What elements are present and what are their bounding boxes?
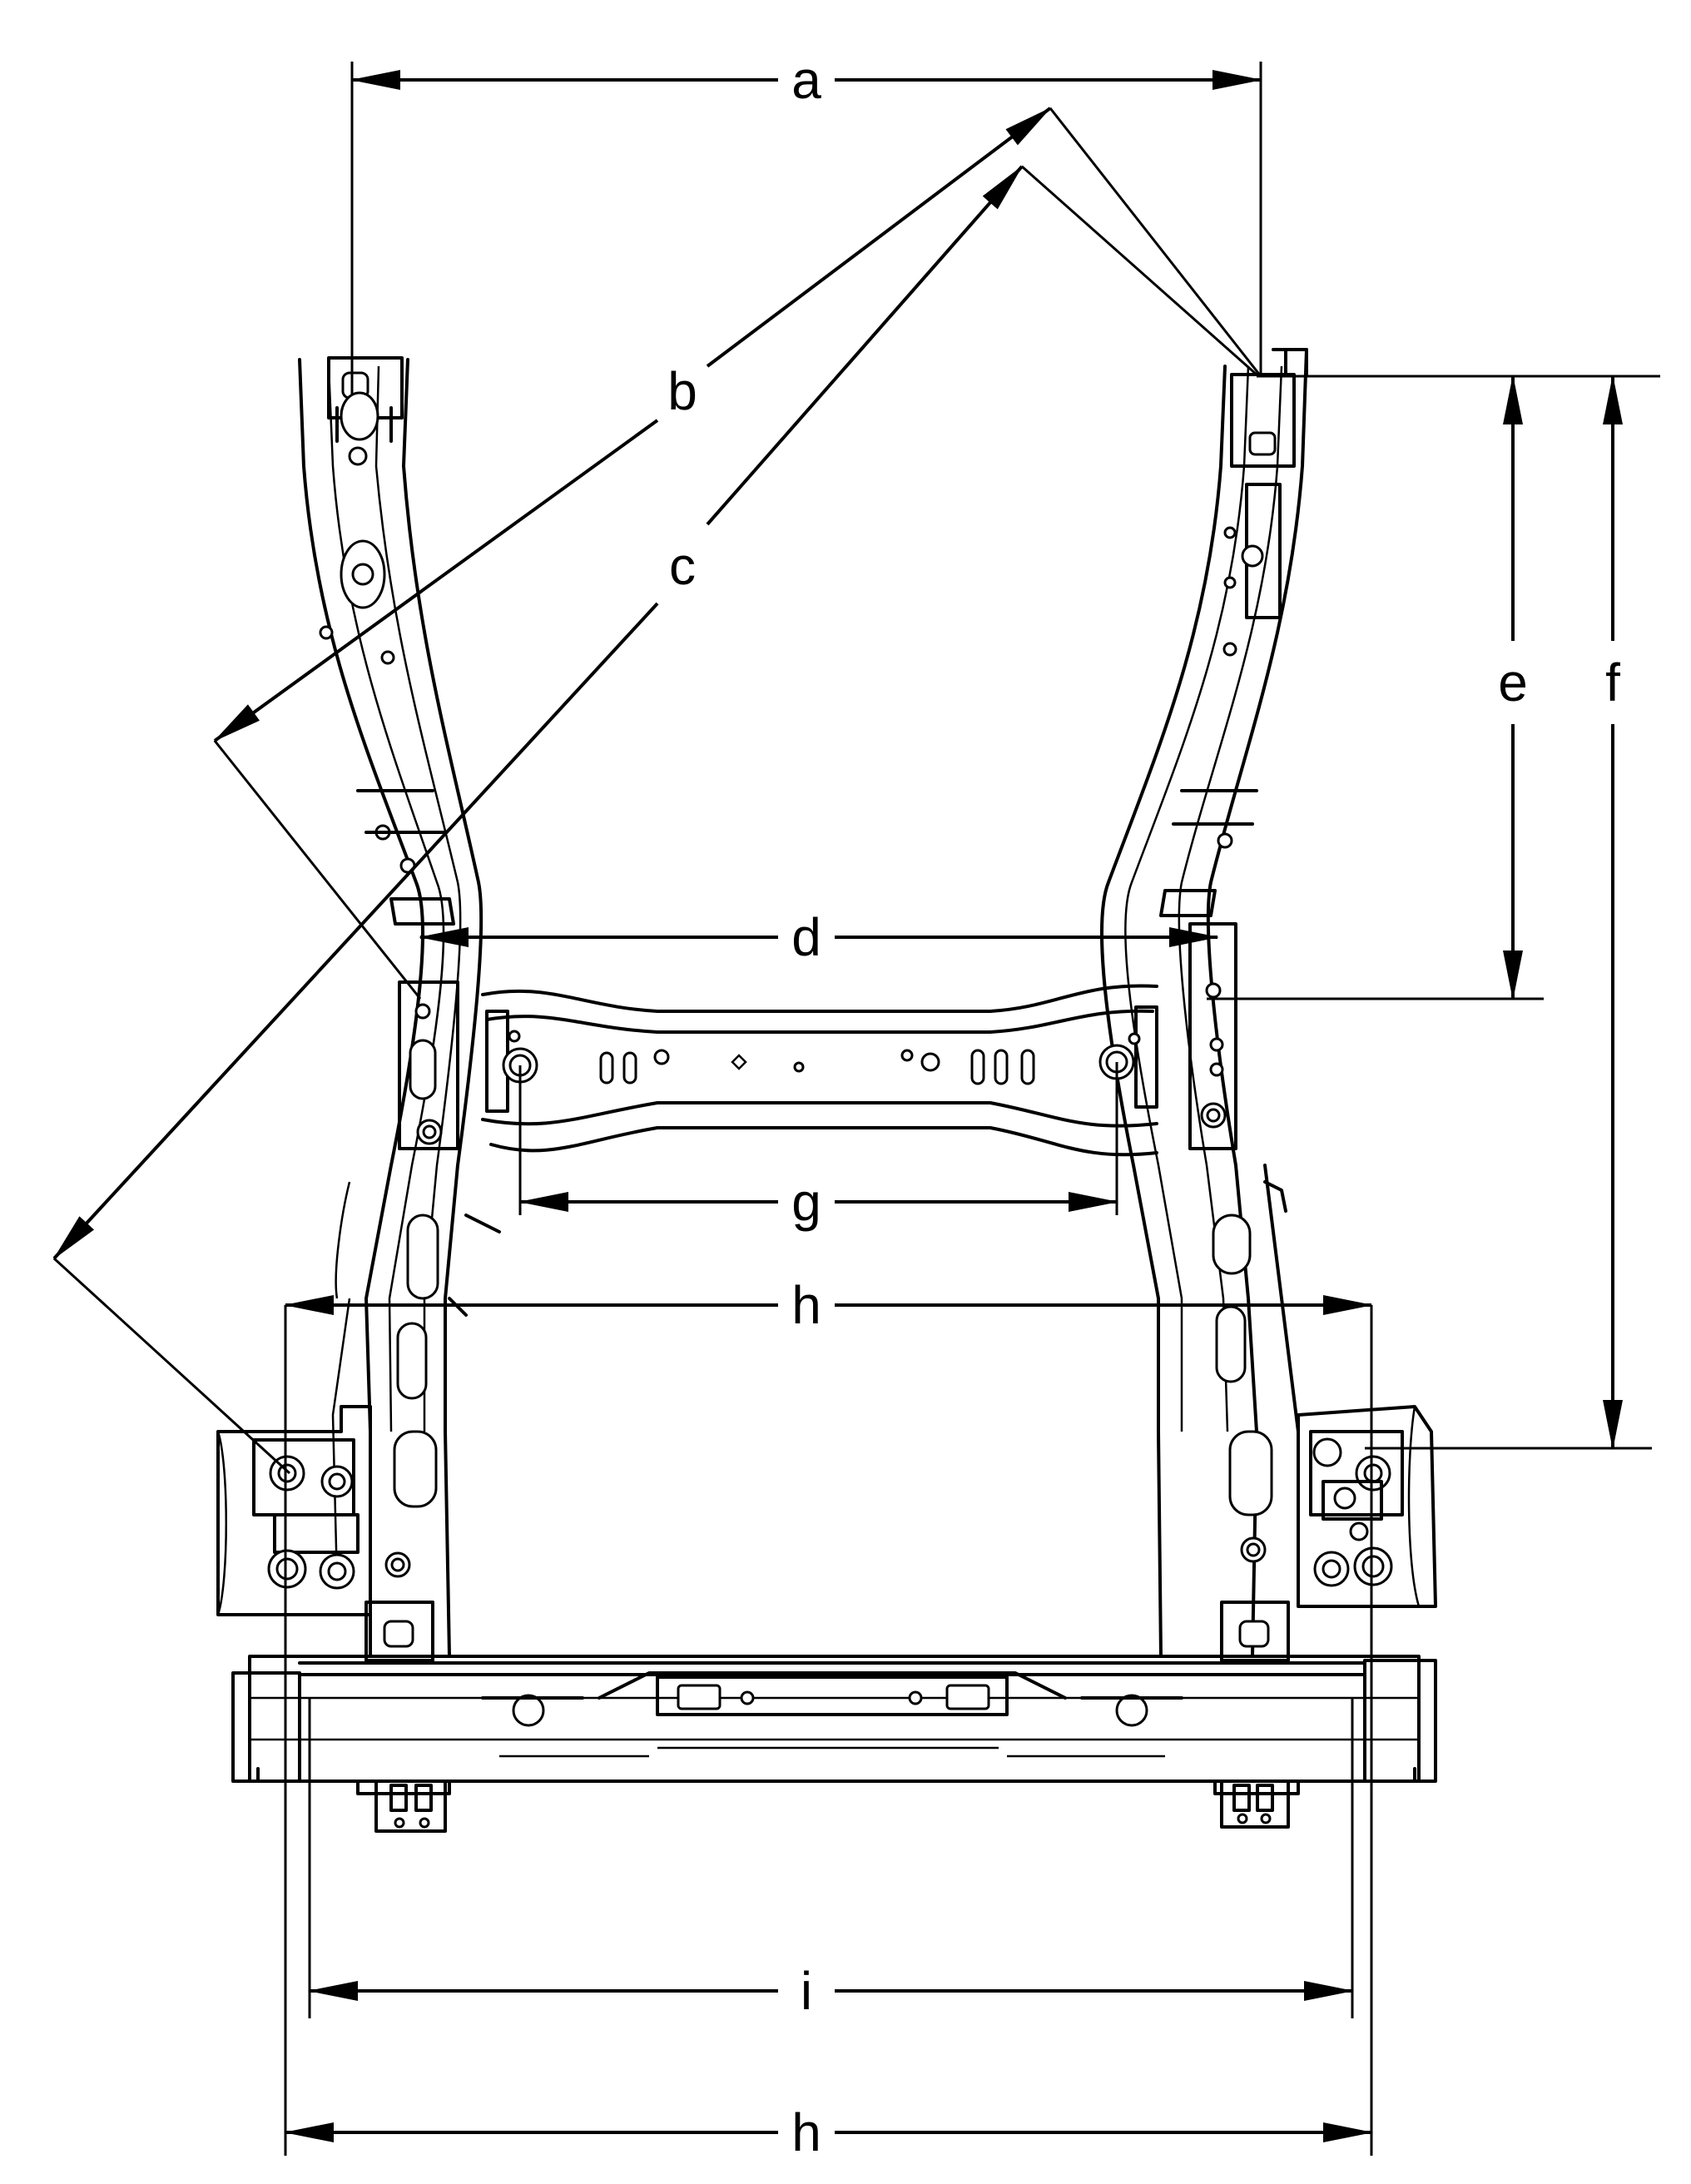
dimension-e-label: e bbox=[1498, 653, 1528, 712]
left-rear-mount bbox=[216, 1405, 372, 1616]
rear-crossmember bbox=[231, 1655, 1437, 1833]
dimension-f: f bbox=[1603, 375, 1623, 1450]
dimension-h-upper: h bbox=[284, 1275, 1373, 1335]
dimension-b: b bbox=[213, 107, 1052, 742]
right-rear-mount bbox=[1297, 1405, 1437, 1608]
dimension-a: a bbox=[350, 50, 1262, 110]
dimension-e: e bbox=[1498, 375, 1528, 1000]
dimension-b-label: b bbox=[667, 361, 697, 421]
dimension-g: g bbox=[518, 1172, 1118, 1232]
dimension-i-label: i bbox=[801, 1961, 812, 2021]
dimension-h-lower: h bbox=[284, 2102, 1373, 2162]
dimension-h-upper-label: h bbox=[791, 1275, 821, 1335]
underbody-frame bbox=[216, 348, 1437, 1833]
dimension-c-label: c bbox=[669, 536, 696, 596]
dimension-a-label: a bbox=[791, 50, 821, 110]
dimension-c: c bbox=[52, 165, 1024, 1260]
center-crossmember bbox=[481, 984, 1158, 1157]
right-frame-rail bbox=[1099, 348, 1308, 1662]
dimension-f-label: f bbox=[1605, 653, 1620, 712]
left-frame-rail bbox=[298, 356, 501, 1662]
dimension-i: i bbox=[308, 1961, 1354, 2021]
dimension-g-label: g bbox=[791, 1172, 821, 1232]
extension-lines bbox=[52, 62, 1660, 2156]
dimension-h-lower-label: h bbox=[791, 2102, 821, 2162]
dimension-lines: a b c d e f bbox=[52, 50, 1660, 2162]
dimension-d: d bbox=[419, 907, 1219, 967]
dimension-d-label: d bbox=[791, 907, 821, 967]
